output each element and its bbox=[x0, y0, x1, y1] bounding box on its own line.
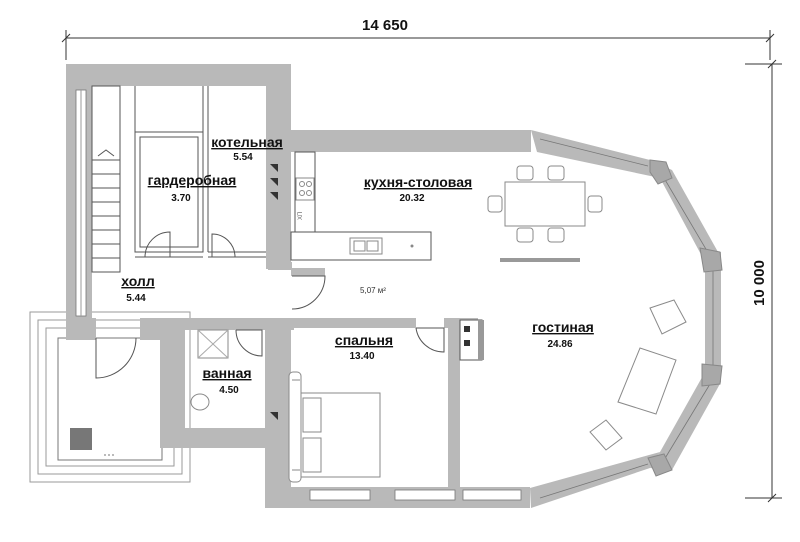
room-area-living: 24.86 bbox=[547, 339, 572, 350]
room-area-hall: 5.44 bbox=[126, 293, 146, 304]
room-area-bedroom: 13.40 bbox=[349, 351, 374, 362]
room-area-boiler: 5.54 bbox=[233, 152, 253, 163]
bathroom-fixtures bbox=[190, 329, 278, 420]
room-area-bathroom: 4.50 bbox=[219, 385, 239, 396]
dining-table bbox=[487, 165, 603, 243]
room-name-boiler: котельная bbox=[211, 134, 283, 150]
room-name-wardrobe: гардеробная bbox=[148, 172, 237, 188]
room-name-bathroom: ванная bbox=[202, 365, 251, 381]
room-area-wardrobe: 3.70 bbox=[171, 193, 191, 204]
height-dimension-label: 10 000 bbox=[751, 260, 768, 306]
room-area-kitchen: 20.32 bbox=[399, 193, 424, 204]
room-name-bedroom: спальня bbox=[335, 332, 393, 348]
dimension-right: 10 000 bbox=[745, 59, 782, 503]
doors bbox=[95, 231, 445, 379]
width-dimension-label: 14 650 bbox=[362, 17, 408, 34]
room-name-hall: холл bbox=[121, 273, 154, 289]
bed bbox=[288, 371, 381, 483]
corridor-area: 5,07 м² bbox=[360, 286, 386, 295]
room-name-living: гостиная bbox=[532, 319, 594, 335]
entrance-porch bbox=[29, 311, 191, 483]
windows bbox=[75, 89, 522, 501]
room-name-kitchen: кухня-столовая bbox=[364, 174, 472, 190]
staircase bbox=[91, 85, 121, 273]
dimension-top: 14 650 bbox=[61, 17, 775, 60]
boiler-vents bbox=[270, 164, 278, 200]
living-furniture bbox=[459, 299, 687, 451]
fridge-label: ХП bbox=[298, 212, 304, 220]
room-labels: котельная 5.54 гардеробная 3.70 кухня-ст… bbox=[121, 134, 594, 396]
kitchen-appliances: ХП bbox=[295, 177, 414, 255]
bay-window bbox=[530, 130, 723, 508]
partitions bbox=[134, 86, 580, 262]
